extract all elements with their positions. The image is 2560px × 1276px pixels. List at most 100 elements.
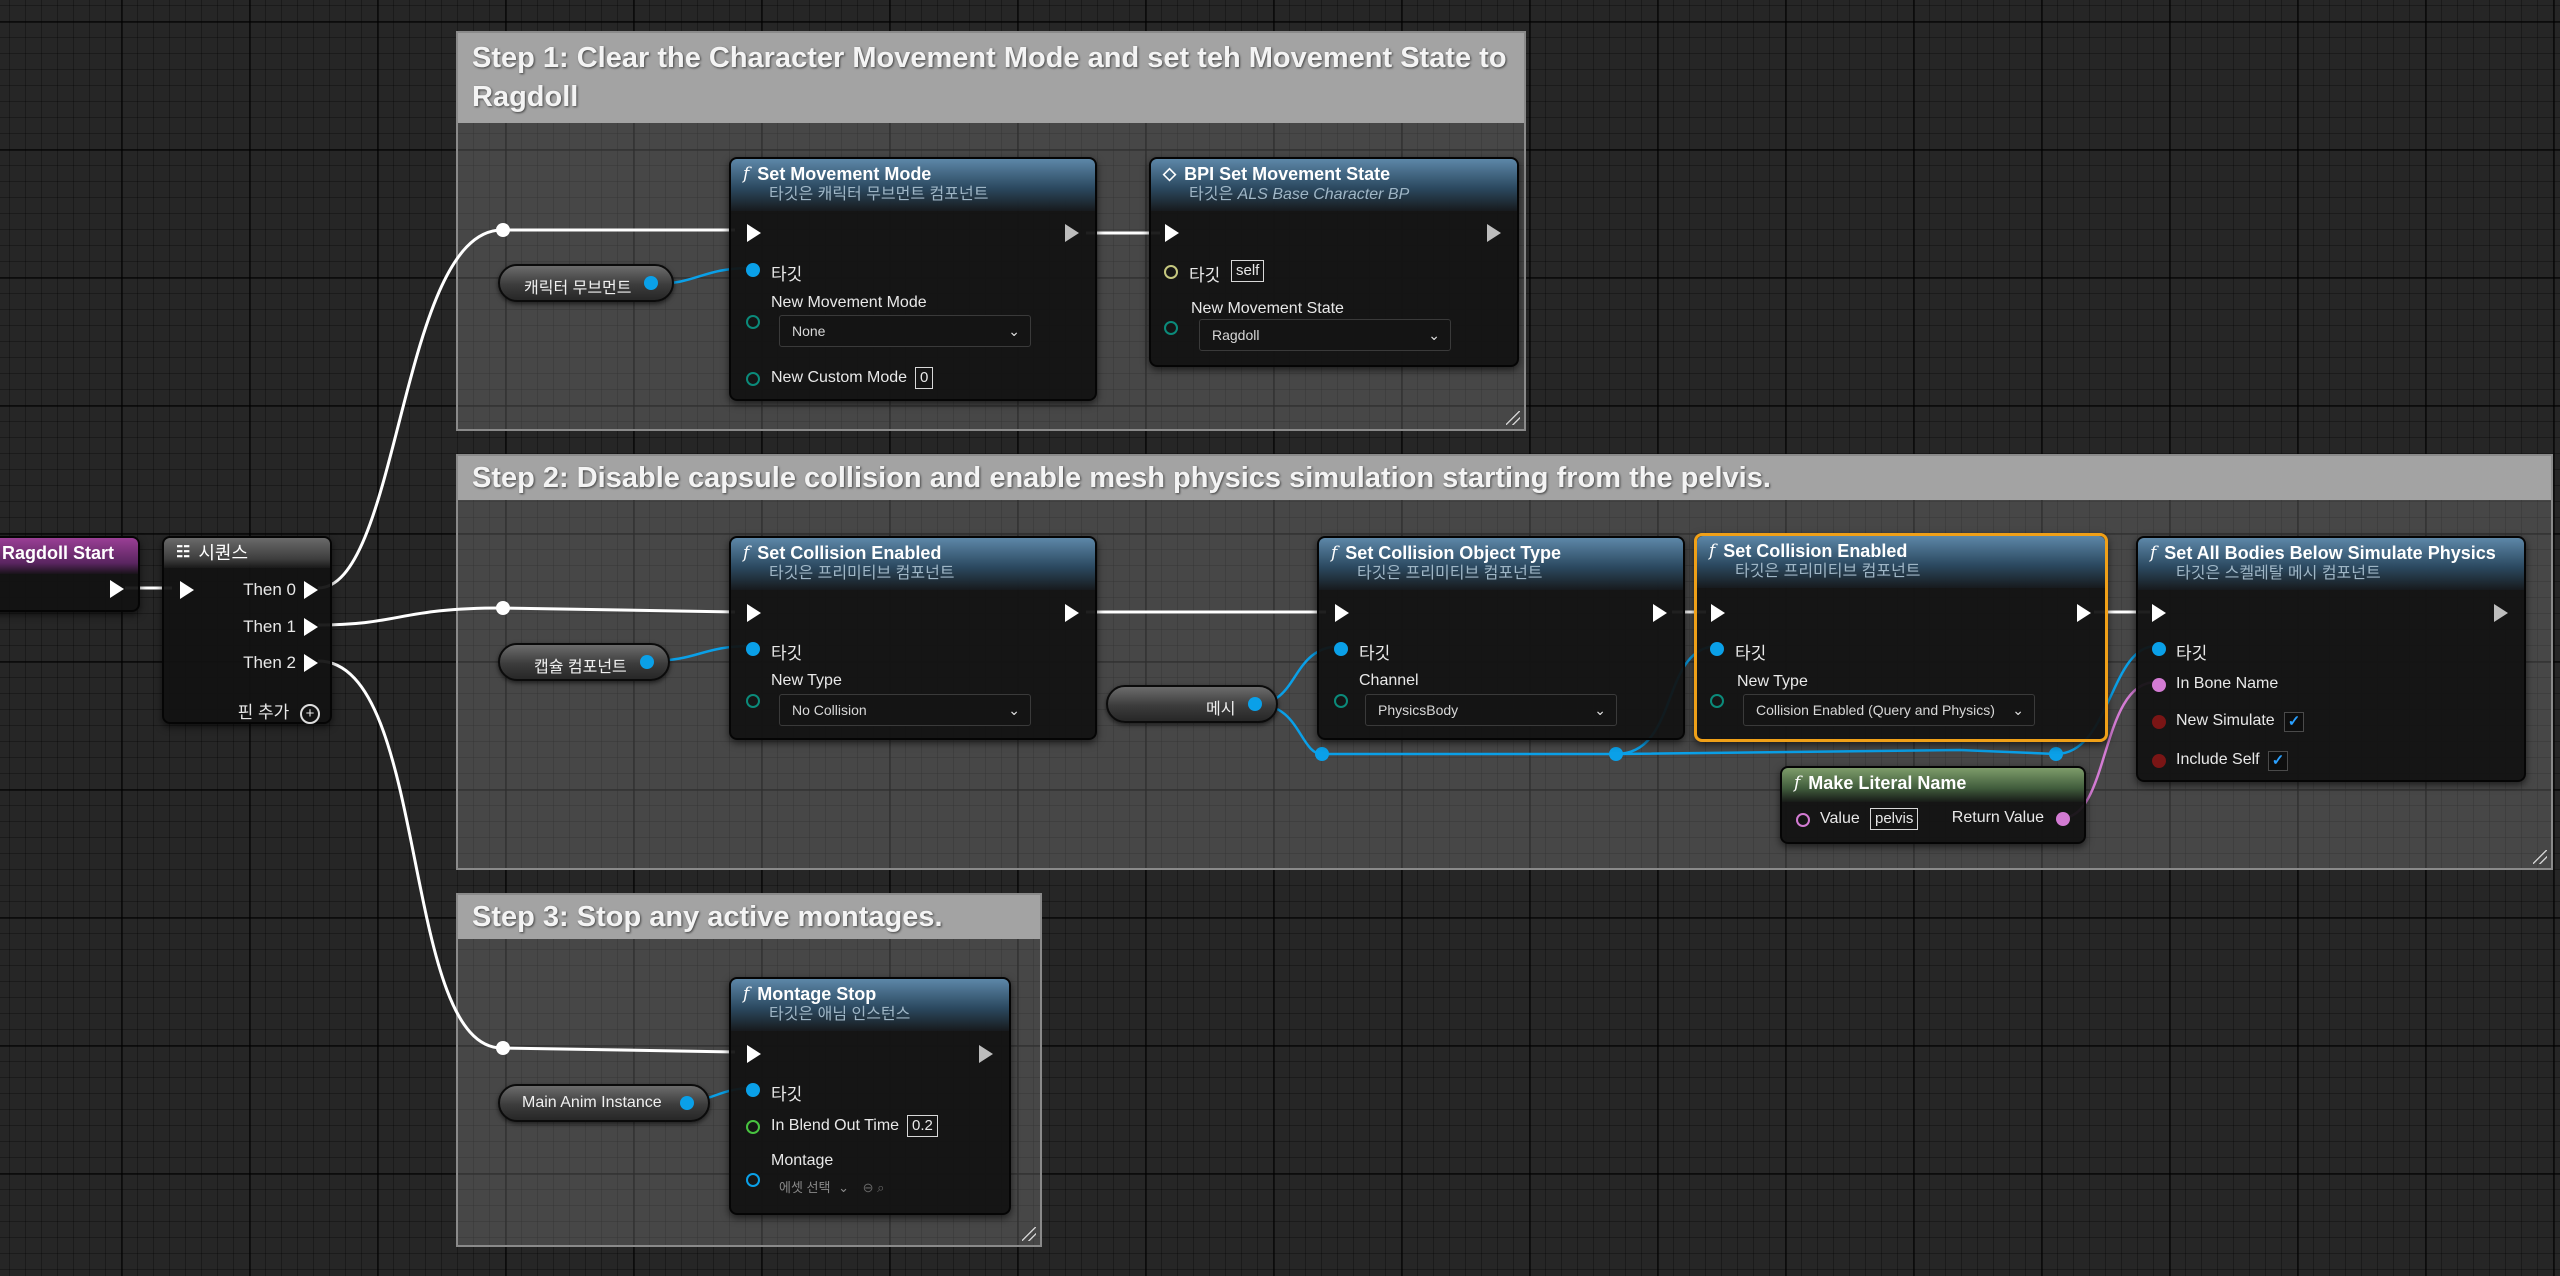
- add-pin-icon: +: [300, 704, 320, 724]
- reroute-node[interactable]: [1609, 747, 1623, 761]
- resize-handle[interactable]: [1022, 1227, 1036, 1241]
- target-label: 타깃: [1359, 644, 1391, 663]
- value-input[interactable]: pelvis: [1870, 808, 1919, 830]
- object-out-pin[interactable]: [640, 655, 654, 669]
- capsule-component-getter[interactable]: 캡슐 컴포넌트: [498, 643, 670, 681]
- include-self-checkbox[interactable]: ✓: [2268, 751, 2288, 771]
- then-2-label: Then 2: [243, 653, 296, 672]
- collision-type-dropdown[interactable]: No Collision ⌄: [779, 694, 1031, 726]
- collision-type-dropdown[interactable]: Collision Enabled (Query and Physics) ⌄: [1743, 694, 2035, 726]
- target-pin[interactable]: [1710, 642, 1724, 656]
- return-value-pin[interactable]: [2056, 812, 2070, 826]
- exec-out-pin[interactable]: [1065, 224, 1079, 242]
- exec-in-pin[interactable]: [747, 224, 761, 242]
- sequence-node[interactable]: ☷ 시퀀스 Then 0 Then 1 Then 2 핀 추가 +: [162, 536, 332, 724]
- exec-out-pin[interactable]: [1065, 604, 1079, 622]
- target-pin[interactable]: [1334, 642, 1348, 656]
- node-title: Set All Bodies Below Simulate Physics: [2164, 543, 2496, 563]
- search-icon[interactable]: ⌕: [877, 1180, 885, 1195]
- exec-in-pin[interactable]: [747, 604, 761, 622]
- node-title: BPI Set Movement State: [1184, 164, 1391, 184]
- add-pin-button[interactable]: 핀 추가 +: [238, 698, 320, 724]
- exec-out-pin[interactable]: [1487, 224, 1501, 242]
- bone-name-pin[interactable]: [2152, 678, 2166, 692]
- dropdown-value: None: [792, 323, 826, 339]
- object-out-pin[interactable]: [680, 1096, 694, 1110]
- new-type-pin[interactable]: [746, 694, 760, 708]
- mesh-getter[interactable]: 메시: [1106, 685, 1278, 723]
- then-1-pin[interactable]: [304, 618, 318, 636]
- movement-mode-label: New Movement Mode: [771, 294, 927, 311]
- target-pin[interactable]: [746, 642, 760, 656]
- exec-in-pin[interactable]: [1335, 604, 1349, 622]
- blend-out-time-pin[interactable]: [746, 1120, 760, 1134]
- object-out-pin[interactable]: [1248, 697, 1262, 711]
- exec-in-pin[interactable]: [747, 1045, 761, 1063]
- reroute-node[interactable]: [496, 601, 510, 615]
- dropdown-value: Ragdoll: [1212, 327, 1260, 343]
- exec-in-pin[interactable]: [1165, 224, 1179, 242]
- include-self-pin[interactable]: [2152, 754, 2166, 768]
- target-pin[interactable]: [1164, 265, 1178, 279]
- target-self-input[interactable]: self: [1231, 260, 1265, 282]
- exec-in-pin[interactable]: [1711, 604, 1725, 622]
- new-type-pin[interactable]: [1710, 694, 1724, 708]
- main-anim-instance-getter[interactable]: Main Anim Instance: [498, 1084, 710, 1122]
- exec-out-pin[interactable]: [979, 1045, 993, 1063]
- exec-in-pin[interactable]: [180, 581, 194, 599]
- reroute-node[interactable]: [496, 1041, 510, 1055]
- exec-out-pin[interactable]: [2077, 604, 2091, 622]
- then-2-pin[interactable]: [304, 654, 318, 672]
- exec-out-pin[interactable]: [110, 580, 124, 598]
- movement-state-dropdown[interactable]: Ragdoll ⌄: [1199, 319, 1451, 351]
- montage-label: Montage: [771, 1152, 834, 1169]
- new-type-label: New Type: [771, 672, 842, 689]
- target-pin[interactable]: [746, 1083, 760, 1097]
- montage-pin[interactable]: [746, 1173, 760, 1187]
- function-icon: f: [743, 984, 750, 1004]
- then-0-pin[interactable]: [304, 581, 318, 599]
- character-movement-getter[interactable]: 캐릭터 무브먼트: [498, 264, 674, 302]
- reroute-node[interactable]: [2049, 747, 2063, 761]
- resize-handle[interactable]: [2533, 850, 2547, 864]
- exec-in-pin[interactable]: [2152, 604, 2166, 622]
- value-in-pin[interactable]: [1796, 813, 1810, 827]
- target-label: 타깃: [771, 1085, 803, 1104]
- object-out-pin[interactable]: [644, 276, 658, 290]
- use-selected-asset-icon[interactable]: ⊖: [862, 1180, 874, 1195]
- node-subtitle: 타깃은 애님 인스턴스: [769, 1006, 911, 1023]
- movement-mode-dropdown[interactable]: None ⌄: [779, 315, 1031, 347]
- new-type-label: New Type: [1737, 673, 1808, 690]
- target-pin[interactable]: [746, 263, 760, 277]
- movement-mode-pin[interactable]: [746, 315, 760, 329]
- channel-dropdown[interactable]: PhysicsBody ⌄: [1365, 694, 1617, 726]
- sequence-title: 시퀀스: [198, 543, 249, 563]
- movement-state-pin[interactable]: [1164, 321, 1178, 335]
- movement-state-label: New Movement State: [1191, 300, 1344, 317]
- exec-out-pin[interactable]: [1653, 604, 1667, 622]
- bpi-set-movement-state-node[interactable]: ◇BPI Set Movement State 타깃은 ALS Base Cha…: [1149, 157, 1519, 367]
- reroute-node[interactable]: [1315, 747, 1329, 761]
- new-simulate-checkbox[interactable]: ✓: [2284, 712, 2304, 732]
- resize-handle[interactable]: [1506, 411, 1520, 425]
- custom-mode-input[interactable]: 0: [915, 367, 934, 389]
- custom-mode-pin[interactable]: [746, 372, 760, 386]
- channel-pin[interactable]: [1334, 694, 1348, 708]
- asset-picker[interactable]: 에셋 선택 ⌄ ⊖ ⌕: [779, 1177, 884, 1196]
- blend-out-time-input[interactable]: 0.2: [907, 1115, 938, 1137]
- target-pin[interactable]: [2152, 642, 2166, 656]
- reroute-node[interactable]: [496, 223, 510, 237]
- chevron-down-icon: ⌄: [1428, 327, 1440, 343]
- new-simulate-pin[interactable]: [2152, 715, 2166, 729]
- subtitle-target: ALS Base Character BP: [1237, 186, 1410, 203]
- target-label: 타깃: [1735, 644, 1767, 663]
- event-ragdoll-start-node[interactable]: Ragdoll Start: [0, 536, 140, 612]
- exec-out-pin[interactable]: [2494, 604, 2508, 622]
